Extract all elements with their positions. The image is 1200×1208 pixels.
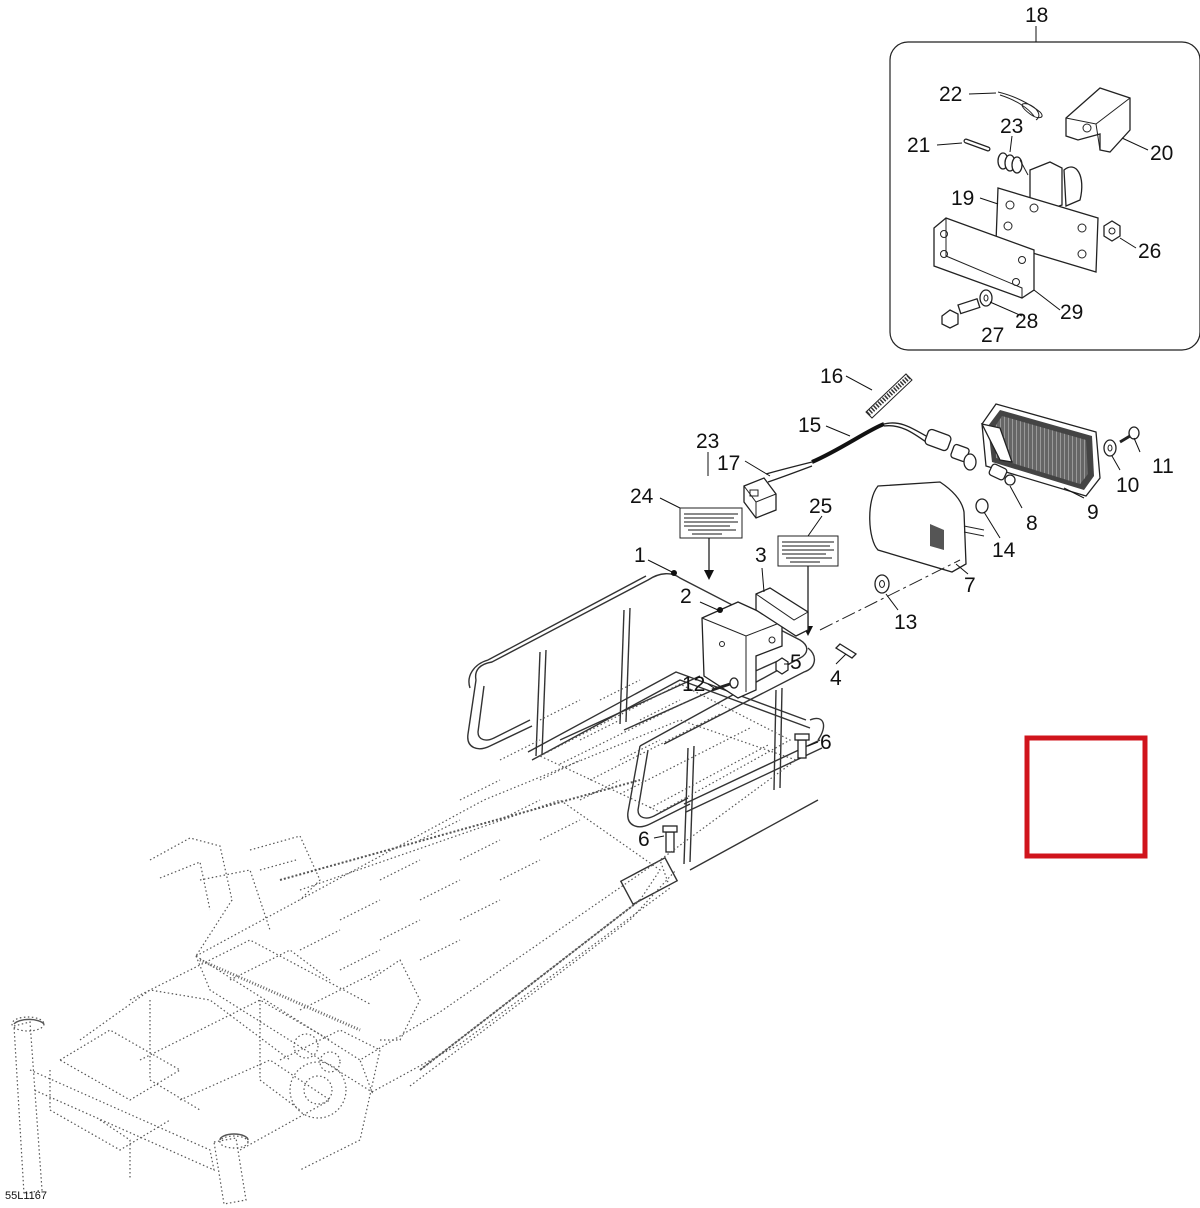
- sleeve-part: [865, 373, 913, 419]
- screw-12-part: [711, 677, 739, 692]
- lamp-lens-part: [980, 403, 1101, 497]
- callout-1: 1: [634, 544, 646, 567]
- connector-part: [743, 477, 777, 519]
- vehicle-chassis: [11, 679, 798, 1205]
- clamp-bracket-part: [1065, 87, 1131, 153]
- callout-13: 13: [894, 611, 917, 634]
- washer-13-part: [874, 574, 890, 594]
- washer-part: [1103, 439, 1117, 457]
- callout-15: 15: [798, 414, 821, 437]
- callout-24: 24: [630, 485, 654, 508]
- highlight-box: [1024, 735, 1148, 859]
- nut-5-part: [775, 657, 789, 675]
- callout-14: 14: [992, 539, 1016, 562]
- rivet-part: [834, 643, 858, 659]
- callout-6-upper: 6: [820, 731, 832, 754]
- callout-5: 5: [790, 651, 802, 674]
- callout-21: 21: [907, 134, 930, 157]
- callout-7: 7: [964, 574, 976, 597]
- callout-11: 11: [1152, 455, 1174, 478]
- callout-10: 10: [1116, 474, 1139, 497]
- bolt-6-upper-part: [794, 733, 810, 759]
- lamp-base-part: [869, 481, 985, 573]
- inset-detail-box: [889, 26, 1200, 351]
- spring-clip-part: [997, 91, 1043, 121]
- torsion-spring-part: [997, 152, 1029, 176]
- cargo-rack-frame: [467, 573, 825, 906]
- callout-20: 20: [1150, 142, 1173, 165]
- callout-2: 2: [680, 585, 692, 608]
- warning-label-24: [679, 507, 743, 539]
- bulb-part: [988, 463, 1016, 486]
- screw-part: [1119, 426, 1140, 444]
- callout-18: 18: [1025, 4, 1048, 27]
- callout-17: 17: [717, 452, 740, 475]
- warning-label-25: [777, 535, 839, 567]
- callout-23: 23: [696, 430, 719, 453]
- callout-22: 22: [939, 83, 962, 106]
- callout-27: 27: [981, 324, 1004, 347]
- callout-23-inset: 23: [1000, 115, 1023, 138]
- hinge-plate-part: [995, 161, 1099, 273]
- callout-19: 19: [951, 187, 974, 210]
- angle-bracket-part: [755, 587, 809, 637]
- bolt-part: [941, 289, 993, 329]
- callout-29: 29: [1060, 301, 1083, 324]
- callout-4: 4: [830, 667, 842, 690]
- bolt-6-lower-part: [662, 825, 678, 853]
- stud-part: [975, 498, 989, 514]
- callout-8: 8: [1026, 512, 1038, 535]
- tail-light-assembly: [707, 373, 1141, 631]
- callout-12: 12: [682, 673, 705, 696]
- callout-9: 9: [1087, 501, 1099, 524]
- callout-26: 26: [1138, 240, 1161, 263]
- drawing-reference-code: 55L1167: [5, 1190, 48, 1202]
- mount-bracket-part: [701, 601, 783, 699]
- callout-28: 28: [1015, 310, 1038, 333]
- pin-part: [963, 138, 991, 152]
- callout-labels: 18 22 23 21 20 19 26 28 29 27 16 15 23 1…: [630, 4, 1174, 851]
- nut-part: [1103, 220, 1121, 242]
- callout-25: 25: [809, 495, 832, 518]
- wiring-harness-part: [765, 422, 977, 483]
- callout-3: 3: [755, 544, 767, 567]
- callout-16: 16: [820, 365, 843, 388]
- callout-6-lower: 6: [638, 828, 650, 851]
